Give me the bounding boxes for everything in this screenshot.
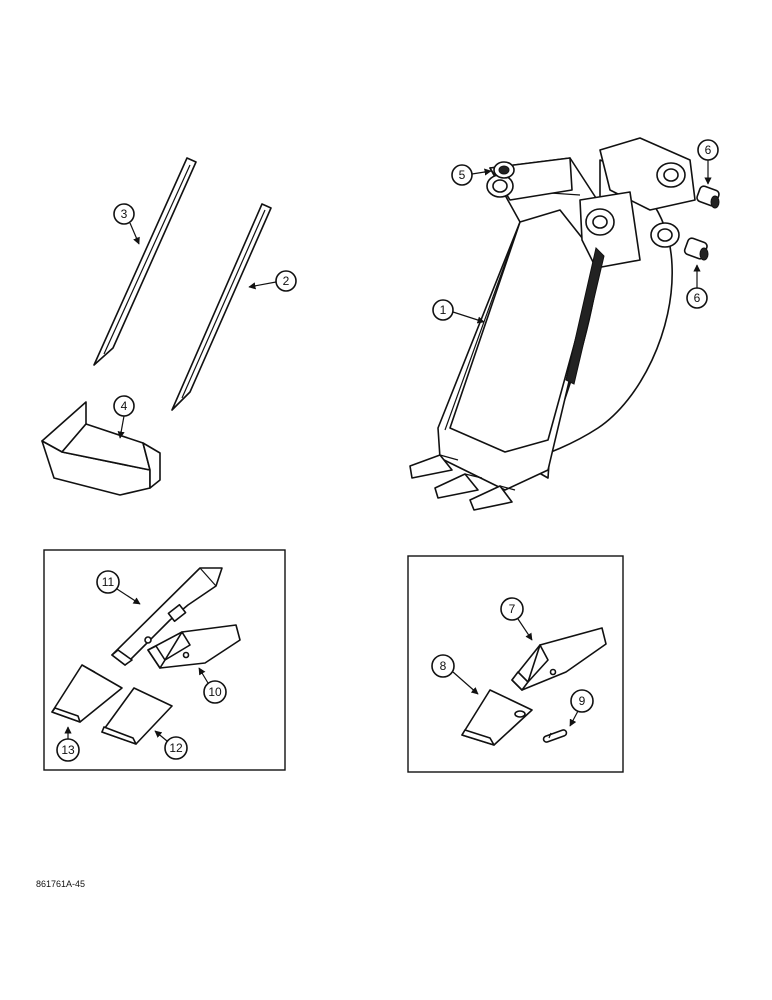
bushing-6-upper bbox=[696, 185, 720, 209]
tooth-point-8 bbox=[461, 689, 533, 746]
callout-5: 5 bbox=[451, 164, 492, 186]
svg-text:2: 2 bbox=[283, 274, 290, 288]
callout-8: 8 bbox=[431, 654, 479, 695]
callout-6-upper: 6 bbox=[697, 139, 719, 185]
svg-text:4: 4 bbox=[121, 399, 128, 413]
callout-11: 11 bbox=[96, 570, 141, 605]
svg-text:1: 1 bbox=[440, 303, 447, 317]
tooth-10 bbox=[147, 624, 241, 669]
callout-1: 1 bbox=[432, 299, 485, 324]
tooth-point-12 bbox=[101, 687, 173, 745]
bushing-5 bbox=[493, 161, 515, 179]
callout-7: 7 bbox=[500, 597, 533, 641]
svg-text:11: 11 bbox=[102, 575, 115, 589]
tooth-7 bbox=[511, 627, 607, 691]
svg-text:12: 12 bbox=[169, 741, 183, 755]
svg-text:10: 10 bbox=[208, 685, 222, 699]
callout-12: 12 bbox=[154, 730, 188, 760]
callout-13: 13 bbox=[56, 726, 80, 762]
tooth-set-box-left bbox=[43, 549, 286, 771]
svg-text:13: 13 bbox=[61, 743, 75, 757]
pin-9 bbox=[542, 729, 568, 743]
svg-text:6: 6 bbox=[705, 143, 712, 157]
side-cutter-3 bbox=[93, 157, 197, 366]
svg-text:6: 6 bbox=[694, 291, 701, 305]
callout-10: 10 bbox=[198, 667, 227, 704]
svg-text:7: 7 bbox=[509, 602, 516, 616]
svg-text:5: 5 bbox=[459, 168, 466, 182]
callout-2: 2 bbox=[248, 270, 297, 292]
callout-9: 9 bbox=[569, 689, 594, 727]
figure-code: 861761A-45 bbox=[36, 879, 86, 889]
tooth-point-13 bbox=[51, 664, 123, 723]
bucket-1 bbox=[409, 137, 696, 511]
adapter-11 bbox=[111, 567, 223, 666]
svg-text:3: 3 bbox=[121, 207, 128, 221]
callout-3: 3 bbox=[113, 203, 140, 245]
tooth-set-box-right bbox=[407, 555, 624, 773]
callout-6-lower: 6 bbox=[686, 264, 708, 309]
svg-text:8: 8 bbox=[440, 659, 447, 673]
callout-4: 4 bbox=[113, 395, 135, 439]
wear-plate-4 bbox=[41, 401, 161, 496]
side-cutter-2 bbox=[171, 203, 272, 411]
bushing-6-lower bbox=[683, 237, 709, 261]
svg-text:9: 9 bbox=[579, 694, 586, 708]
